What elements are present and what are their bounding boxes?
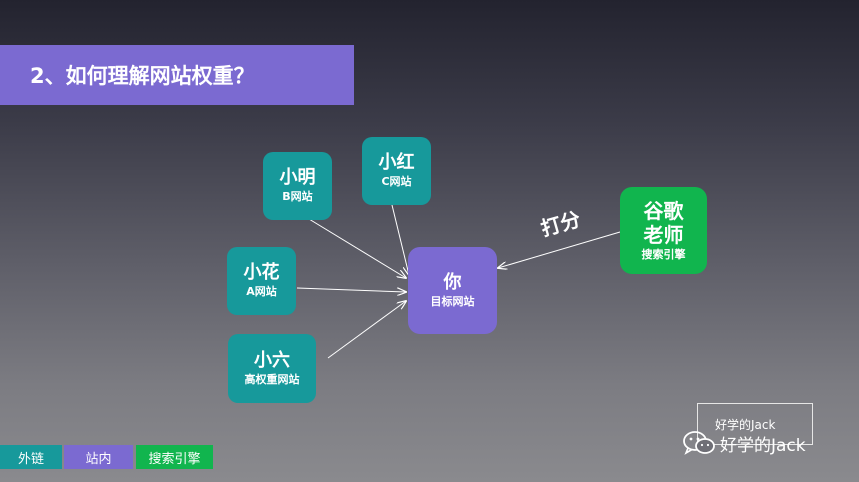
node-xiaohong-name: 小红 bbox=[378, 152, 415, 173]
node-xiaoliu: 小六 高权重网站 bbox=[228, 334, 316, 403]
node-google-name-line2: 老师 bbox=[643, 222, 684, 247]
arrow-xiaohong-to-you bbox=[391, 204, 409, 275]
arrow-google-to-you bbox=[498, 231, 621, 268]
arrow-xiaohua-to-you bbox=[296, 287, 406, 292]
node-xiaoliu-name: 小六 bbox=[254, 349, 290, 371]
watermark: 好学的Jack bbox=[682, 430, 806, 456]
node-xiaoming-site: B网站 bbox=[282, 190, 313, 203]
node-xiaohua-site: A网站 bbox=[246, 285, 277, 298]
watermark-text: 好学的Jack bbox=[720, 435, 806, 456]
node-google-site: 搜索引擎 bbox=[641, 247, 686, 261]
node-google: 谷歌 老师 搜索引擎 bbox=[620, 187, 707, 274]
node-google-name-line1: 谷歌 bbox=[643, 198, 684, 223]
node-you: 你 目标网站 bbox=[408, 247, 497, 334]
slide-title-bar: 2、如何理解网站权重？ bbox=[0, 45, 354, 105]
node-you-name: 你 bbox=[443, 271, 462, 293]
node-xiaohua-name: 小花 bbox=[243, 262, 280, 283]
node-xiaoming-name: 小明 bbox=[279, 167, 316, 188]
slide-title: 2、如何理解网站权重？ bbox=[30, 64, 255, 88]
legend-internal: 站内 bbox=[64, 445, 133, 469]
legend-search: 搜索引擎 bbox=[136, 445, 213, 469]
node-xiaohong-site: C网站 bbox=[381, 175, 412, 188]
node-xiaohong: 小红 C网站 bbox=[362, 137, 431, 205]
watermark-box: 好学的Jack bbox=[697, 403, 813, 445]
wechat-icon bbox=[683, 431, 715, 455]
node-xiaohua: 小花 A网站 bbox=[227, 247, 296, 315]
node-xiaoliu-site: 高权重网站 bbox=[244, 372, 300, 386]
arrow-xiaoliu-to-you bbox=[327, 301, 406, 359]
legend-external: 外链 bbox=[0, 445, 62, 469]
node-you-site: 目标网站 bbox=[430, 294, 475, 308]
arrow-xiaoming-to-you bbox=[308, 218, 406, 278]
node-xiaoming: 小明 B网站 bbox=[263, 152, 332, 220]
watermark-box-text: 好学的Jack bbox=[715, 418, 776, 432]
